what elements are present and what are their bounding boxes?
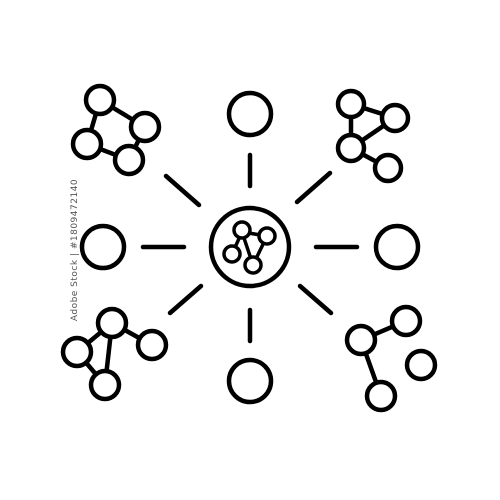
spokes	[140, 152, 360, 344]
cluster-top-right	[335, 88, 411, 184]
node-left	[79, 223, 127, 271]
node-top	[226, 90, 274, 138]
center-ring	[208, 205, 292, 289]
node-bottom	[226, 357, 274, 405]
spoke-bottom-right	[297, 283, 334, 316]
spoke-bottom-left	[167, 283, 204, 316]
node-right	[373, 223, 421, 271]
cluster-bottom-right	[344, 304, 438, 413]
stock-id-text: Adobe Stock | #1809472140	[70, 178, 81, 322]
cluster-bottom-left	[60, 306, 169, 402]
center-molecule-icon	[222, 220, 277, 275]
center-hub	[208, 205, 292, 289]
spoke-top-left	[163, 173, 202, 208]
spoke-top-right	[294, 170, 333, 205]
cluster-top-left	[70, 83, 162, 177]
